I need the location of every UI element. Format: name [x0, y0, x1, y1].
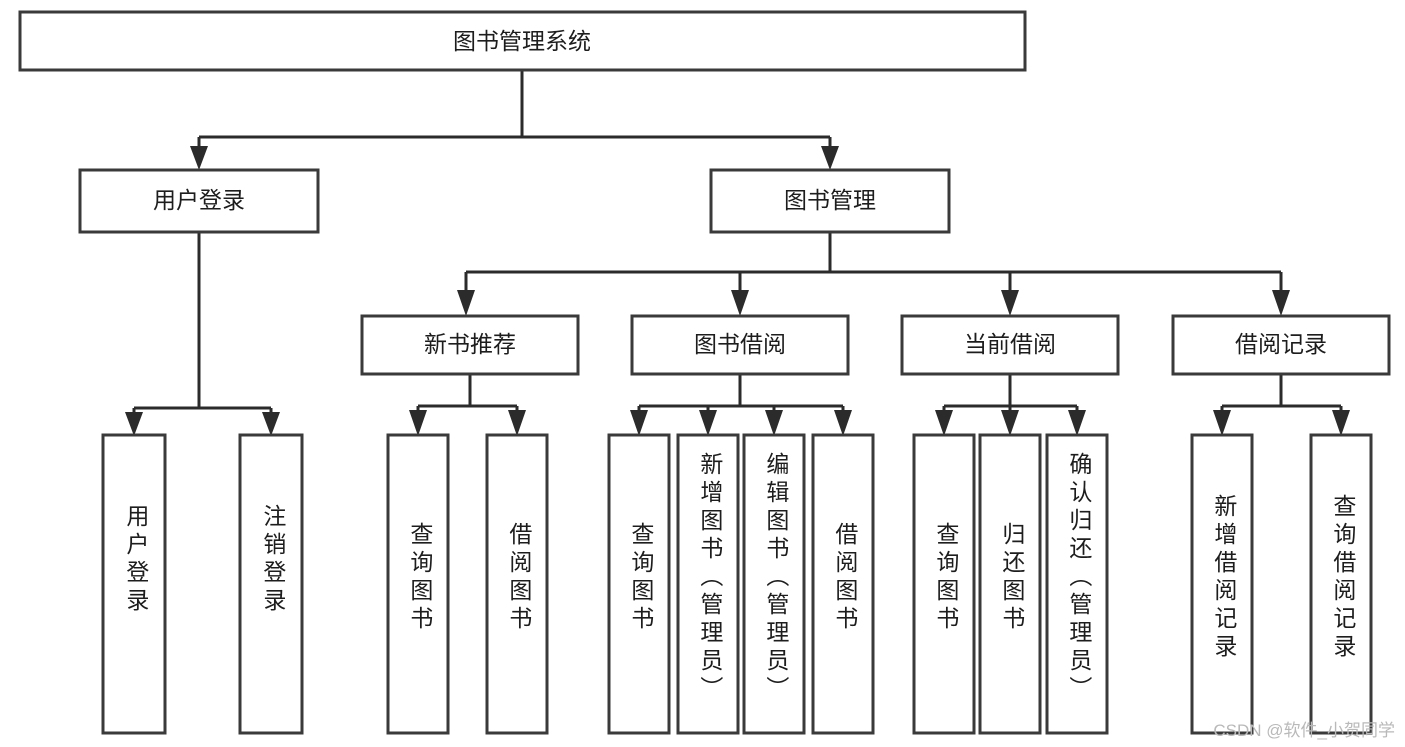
node-root-label: 图书管理系统: [453, 28, 591, 54]
leaf-node-user-login[interactable]: 用户登录: [101, 433, 167, 735]
leaf-node-borrow-book-1-box[interactable]: [485, 433, 549, 735]
leaf-node-query-book-1[interactable]: 查询图书: [386, 433, 450, 735]
node-root[interactable]: 图书管理系统: [18, 10, 1027, 72]
node-new-book-recommend-box[interactable]: [360, 314, 580, 376]
arrow-head-leaf-query-book-1: [409, 410, 427, 436]
leaf-node-query-record-box[interactable]: [1309, 433, 1373, 735]
node-current-borrow-label: 当前借阅: [964, 331, 1056, 357]
arrow-head-current-borrow: [1001, 290, 1019, 316]
leaf-node-query-book-2-label: 查询图书: [628, 522, 655, 634]
node-new-book-recommend[interactable]: 新书推荐: [360, 314, 580, 376]
arrow-head-leaf-return-book: [1001, 410, 1019, 436]
arrow-head-leaf-user-logout: [262, 412, 280, 436]
node-book-management-box[interactable]: [709, 168, 951, 234]
leaf-node-user-login-box[interactable]: [101, 433, 167, 735]
leaf-node-query-book-2-box[interactable]: [607, 433, 671, 735]
arrow-head-new-book-recommend: [457, 290, 475, 316]
node-borrow-record-label: 借阅记录: [1235, 331, 1327, 357]
connector-borrow-record-bus: [1220, 374, 1343, 418]
leaf-node-add-book[interactable]: 新增图书（管理员）: [676, 433, 740, 735]
arrow-head-leaf-query-book-3: [935, 410, 953, 436]
leaf-node-confirm-return-label: 确认归还（管理员）: [1066, 452, 1093, 704]
leaf-node-user-login-label: 用户登录: [123, 504, 150, 616]
leaf-node-user-logout[interactable]: 注销登录: [238, 433, 304, 735]
node-book-management[interactable]: 图书管理: [709, 168, 951, 234]
connector-layer: [125, 70, 1350, 436]
node-user-login-box[interactable]: [78, 168, 320, 234]
arrow-head-book-management: [821, 146, 839, 170]
leaf-node-user-logout-label: 注销登录: [260, 504, 287, 616]
arrow-head-borrow-record: [1272, 290, 1290, 316]
node-book-management-label: 图书管理: [784, 187, 876, 213]
arrow-head-leaf-user-login: [125, 412, 143, 436]
arrow-head-book-borrow: [731, 290, 749, 316]
leaf-node-borrow-book-2[interactable]: 借阅图书: [811, 433, 875, 735]
leaf-node-edit-book[interactable]: 编辑图书（管理员）: [742, 433, 806, 735]
leaf-node-return-book[interactable]: 归还图书: [978, 433, 1042, 735]
leaf-node-query-book-1-label: 查询图书: [407, 522, 434, 634]
leaf-node-query-book-3[interactable]: 查询图书: [912, 433, 976, 735]
node-user-login[interactable]: 用户登录: [78, 168, 320, 234]
arrow-head-user-login: [190, 146, 208, 170]
leaf-node-borrow-book-2-box[interactable]: [811, 433, 875, 735]
connector-new-book-recommend-bus: [416, 374, 519, 418]
leaf-node-borrow-book-1-label: 借阅图书: [506, 522, 533, 634]
node-new-book-recommend-label: 新书推荐: [424, 331, 516, 357]
node-root-box[interactable]: [18, 10, 1027, 72]
leaf-node-borrow-book-2-label: 借阅图书: [832, 522, 859, 634]
leaf-node-add-record-label: 新增借阅记录: [1211, 494, 1238, 662]
node-borrow-record-box[interactable]: [1171, 314, 1391, 376]
connector-book-management-bus: [464, 232, 1283, 292]
node-current-borrow[interactable]: 当前借阅: [900, 314, 1120, 376]
leaf-node-borrow-book-1[interactable]: 借阅图书: [485, 433, 549, 735]
leaf-node-confirm-return-box[interactable]: [1045, 433, 1109, 735]
arrow-head-leaf-query-record: [1332, 410, 1350, 436]
arrow-head-leaf-confirm-return: [1068, 410, 1086, 436]
leaf-node-add-record[interactable]: 新增借阅记录: [1190, 433, 1254, 735]
leaf-node-add-book-label: 新增图书（管理员）: [697, 452, 724, 704]
node-book-borrow-label: 图书借阅: [694, 331, 786, 357]
node-book-borrow[interactable]: 图书借阅: [630, 314, 850, 376]
node-current-borrow-box[interactable]: [900, 314, 1120, 376]
arrow-head-leaf-add-book: [699, 410, 717, 436]
leaf-node-user-logout-box[interactable]: [238, 433, 304, 735]
node-borrow-record[interactable]: 借阅记录: [1171, 314, 1391, 376]
connector-root-bus: [197, 70, 832, 156]
leaf-node-query-book-2[interactable]: 查询图书: [607, 433, 671, 735]
arrow-head-leaf-query-book-2: [630, 410, 648, 436]
leaf-node-add-book-box[interactable]: [676, 433, 740, 735]
leaf-node-return-book-label: 归还图书: [999, 522, 1026, 634]
leaf-node-edit-book-label: 编辑图书（管理员）: [763, 452, 790, 704]
arrow-head-leaf-borrow-book-2: [834, 410, 852, 436]
leaf-node-return-book-box[interactable]: [978, 433, 1042, 735]
leaf-node-edit-book-box[interactable]: [742, 433, 806, 735]
leaf-node-query-book-1-box[interactable]: [386, 433, 450, 735]
leaf-node-query-record-label: 查询借阅记录: [1330, 494, 1357, 662]
leaf-node-confirm-return[interactable]: 确认归还（管理员）: [1045, 433, 1109, 735]
leaf-node-query-book-3-label: 查询图书: [933, 522, 960, 634]
connector-book-borrow-bus: [637, 374, 845, 418]
leaf-node-query-book-3-box[interactable]: [912, 433, 976, 735]
leaf-node-add-record-box[interactable]: [1190, 433, 1254, 735]
arrow-head-leaf-borrow-book-1: [508, 410, 526, 436]
connector-user-login-bus: [132, 232, 273, 422]
arrow-head-leaf-edit-book: [765, 410, 783, 436]
node-user-login-label: 用户登录: [153, 187, 245, 213]
node-book-borrow-box[interactable]: [630, 314, 850, 376]
leaf-node-query-record[interactable]: 查询借阅记录: [1309, 433, 1373, 735]
arrow-head-leaf-add-record: [1213, 410, 1231, 436]
